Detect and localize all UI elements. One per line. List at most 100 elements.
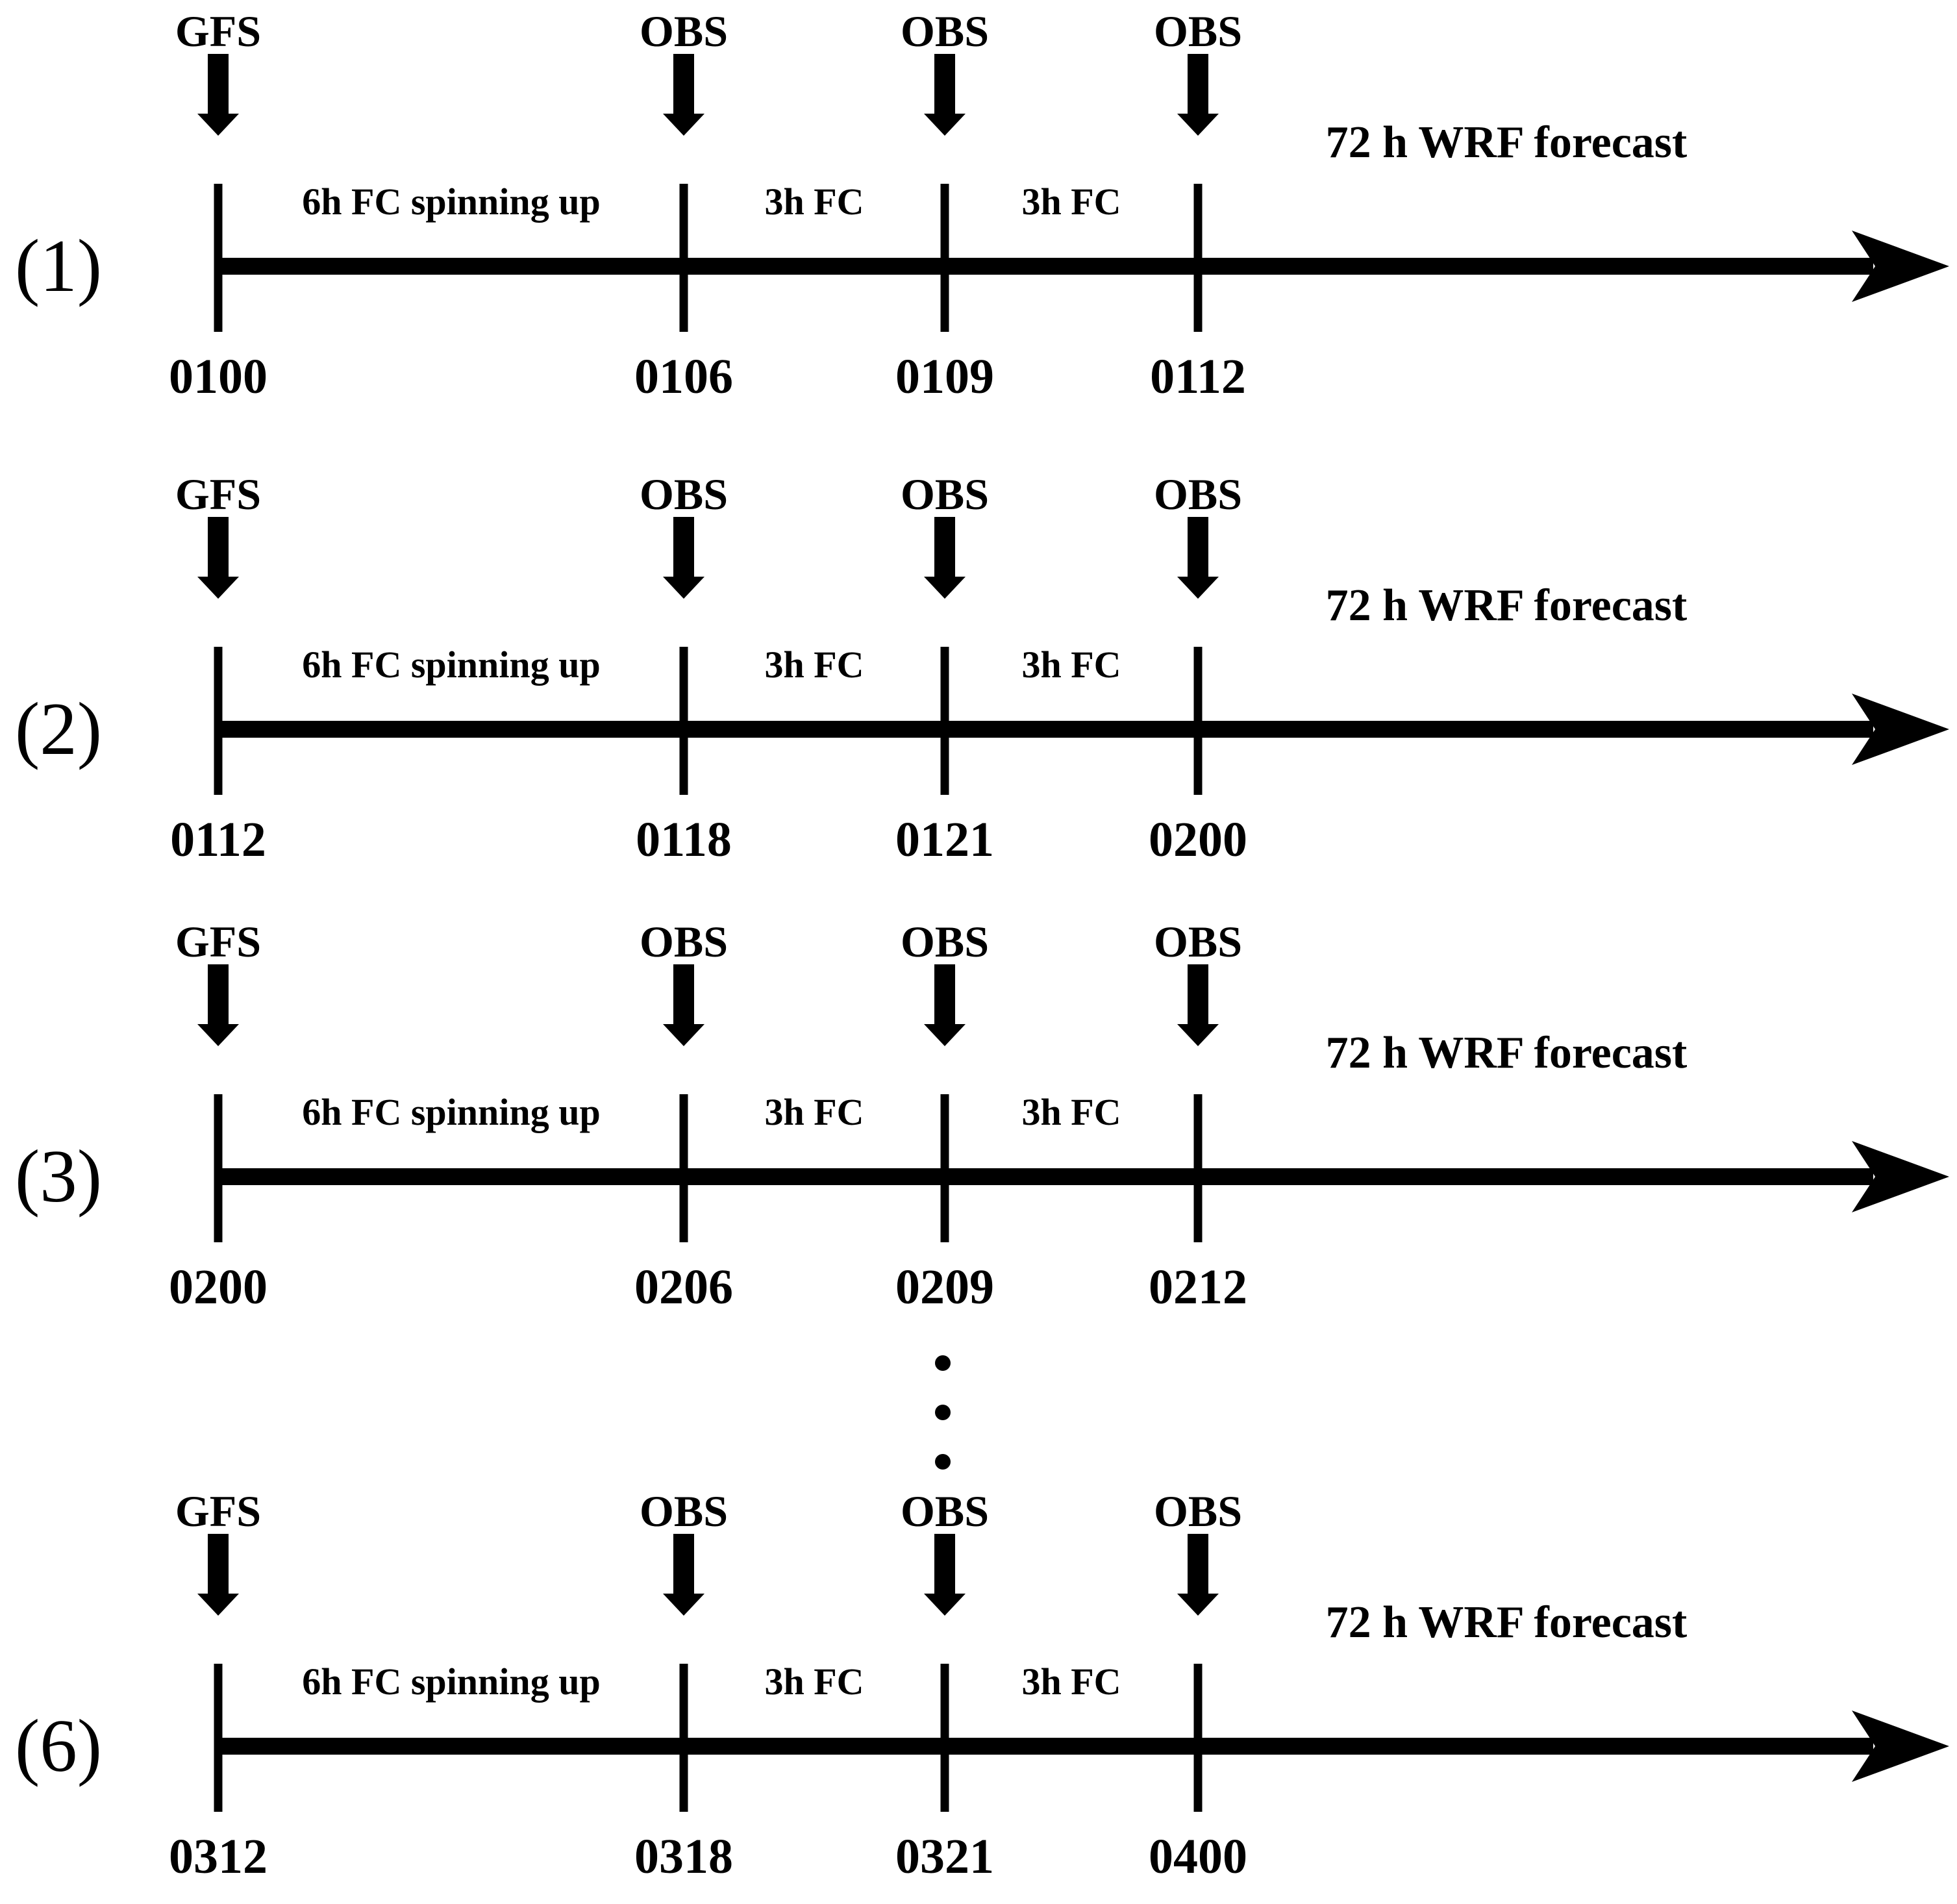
- time-tick-label: 0209: [895, 1260, 994, 1314]
- arrow-shaft: [208, 964, 229, 1024]
- timeline-axis: [214, 1168, 1873, 1185]
- arrow-head: [197, 114, 239, 136]
- forecast-label: 72 h WRF forecast: [1325, 118, 1688, 168]
- timeline-row-6: (6) GFS OBS OBS OBS 72 h WRF forecast 6h…: [0, 1486, 1957, 1904]
- down-arrow-icon: [197, 54, 239, 136]
- down-arrow-icon: [1177, 54, 1219, 136]
- arrow-shaft: [1188, 964, 1208, 1024]
- obs-input-label: OBS: [900, 470, 990, 519]
- gfs-input-label: GFS: [175, 1486, 262, 1536]
- obs-input-label: OBS: [900, 6, 990, 56]
- arrow-head: [1177, 1024, 1219, 1046]
- arrow-head: [924, 1024, 966, 1046]
- obs-input-label: OBS: [900, 1486, 990, 1536]
- segment-label: 3h FC: [764, 1660, 864, 1703]
- time-tick-label: 0112: [1150, 349, 1246, 404]
- arrow-shaft: [208, 517, 229, 577]
- obs-input-label: OBS: [1153, 1486, 1243, 1536]
- arrow-shaft: [934, 517, 955, 577]
- ellipsis-dot: [935, 1405, 951, 1420]
- arrow-shaft: [1188, 1534, 1208, 1594]
- segment-label: 3h FC: [764, 644, 864, 686]
- arrow-head: [663, 1594, 704, 1616]
- vertical-ellipsis-dots: [935, 1355, 951, 1503]
- forecast-label: 72 h WRF forecast: [1325, 1028, 1688, 1078]
- arrow-shaft: [934, 54, 955, 114]
- arrow-head: [197, 1594, 239, 1616]
- segment-label: 3h FC: [1021, 1660, 1121, 1703]
- obs-input-label: OBS: [639, 470, 729, 519]
- arrow-shaft: [1188, 54, 1208, 114]
- down-arrow-icon: [924, 54, 966, 136]
- down-arrow-icon: [924, 1534, 966, 1616]
- obs-input-label: OBS: [639, 1486, 729, 1536]
- down-arrow-icon: [924, 517, 966, 599]
- timeline-row-2: (2) GFS OBS OBS OBS 72 h WRF forecast 6h…: [0, 470, 1957, 887]
- obs-input-label: OBS: [639, 917, 729, 966]
- segment-label: 6h FC spinning up: [302, 181, 601, 223]
- segment-label: 6h FC spinning up: [302, 644, 601, 686]
- arrow-head: [197, 577, 239, 599]
- time-tick-label: 0200: [169, 1260, 268, 1314]
- arrow-head: [1177, 114, 1219, 136]
- gfs-input-label: GFS: [175, 6, 262, 56]
- segment-label: 3h FC: [1021, 644, 1121, 686]
- down-arrow-icon: [924, 964, 966, 1046]
- arrow-head: [924, 1594, 966, 1616]
- arrow-head: [924, 577, 966, 599]
- time-tick-label: 0400: [1149, 1829, 1247, 1884]
- arrow-head: [1177, 577, 1219, 599]
- time-tick-label: 0121: [895, 812, 994, 867]
- arrow-head: [663, 577, 704, 599]
- time-tick-label: 0321: [895, 1829, 994, 1884]
- down-arrow-icon: [663, 517, 704, 599]
- time-tick-label: 0206: [634, 1260, 733, 1314]
- segment-label: 3h FC: [1021, 1091, 1121, 1133]
- time-tick-label: 0312: [169, 1829, 268, 1884]
- obs-input-label: OBS: [639, 6, 729, 56]
- down-arrow-icon: [663, 964, 704, 1046]
- arrow-shaft: [1188, 517, 1208, 577]
- time-tick-label: 0109: [895, 349, 994, 404]
- segment-label: 3h FC: [764, 181, 864, 223]
- down-arrow-icon: [663, 54, 704, 136]
- arrow-shaft: [934, 964, 955, 1024]
- arrow-shaft: [673, 517, 694, 577]
- arrow-shaft: [208, 1534, 229, 1594]
- timeline-axis: [214, 258, 1873, 275]
- down-arrow-icon: [197, 517, 239, 599]
- down-arrow-icon: [197, 1534, 239, 1616]
- segment-label: 6h FC spinning up: [302, 1660, 601, 1703]
- time-tick-label: 0106: [634, 349, 733, 404]
- time-tick-label: 0118: [636, 812, 732, 867]
- segment-label: 3h FC: [764, 1091, 864, 1133]
- ellipsis-dot: [935, 1355, 951, 1371]
- down-arrow-icon: [1177, 1534, 1219, 1616]
- segment-label: 3h FC: [1021, 181, 1121, 223]
- time-tick-label: 0100: [169, 349, 268, 404]
- timeline-row-3: (3) GFS OBS OBS OBS 72 h WRF forecast 6h…: [0, 917, 1957, 1334]
- arrow-head: [197, 1024, 239, 1046]
- arrow-shaft: [673, 964, 694, 1024]
- arrow-head: [663, 114, 704, 136]
- arrow-head: [1177, 1594, 1219, 1616]
- down-arrow-icon: [1177, 964, 1219, 1046]
- obs-input-label: OBS: [1153, 470, 1243, 519]
- row-number-label: (2): [14, 688, 103, 770]
- row-number-label: (6): [14, 1705, 103, 1787]
- arrow-head: [924, 114, 966, 136]
- down-arrow-icon: [663, 1534, 704, 1616]
- forecast-label: 72 h WRF forecast: [1325, 1597, 1688, 1647]
- row-number-label: (1): [14, 225, 103, 307]
- time-tick-label: 0318: [634, 1829, 733, 1884]
- arrow-shaft: [934, 1534, 955, 1594]
- time-tick-label: 0212: [1149, 1260, 1247, 1314]
- forecast-label: 72 h WRF forecast: [1325, 581, 1688, 631]
- arrow-shaft: [208, 54, 229, 114]
- gfs-input-label: GFS: [175, 917, 262, 966]
- timeline-axis: [214, 721, 1873, 738]
- gfs-input-label: GFS: [175, 470, 262, 519]
- obs-input-label: OBS: [900, 917, 990, 966]
- timeline-row-1: (1) GFS OBS OBS OBS 72 h WRF forecast 6h…: [0, 6, 1957, 424]
- down-arrow-icon: [1177, 517, 1219, 599]
